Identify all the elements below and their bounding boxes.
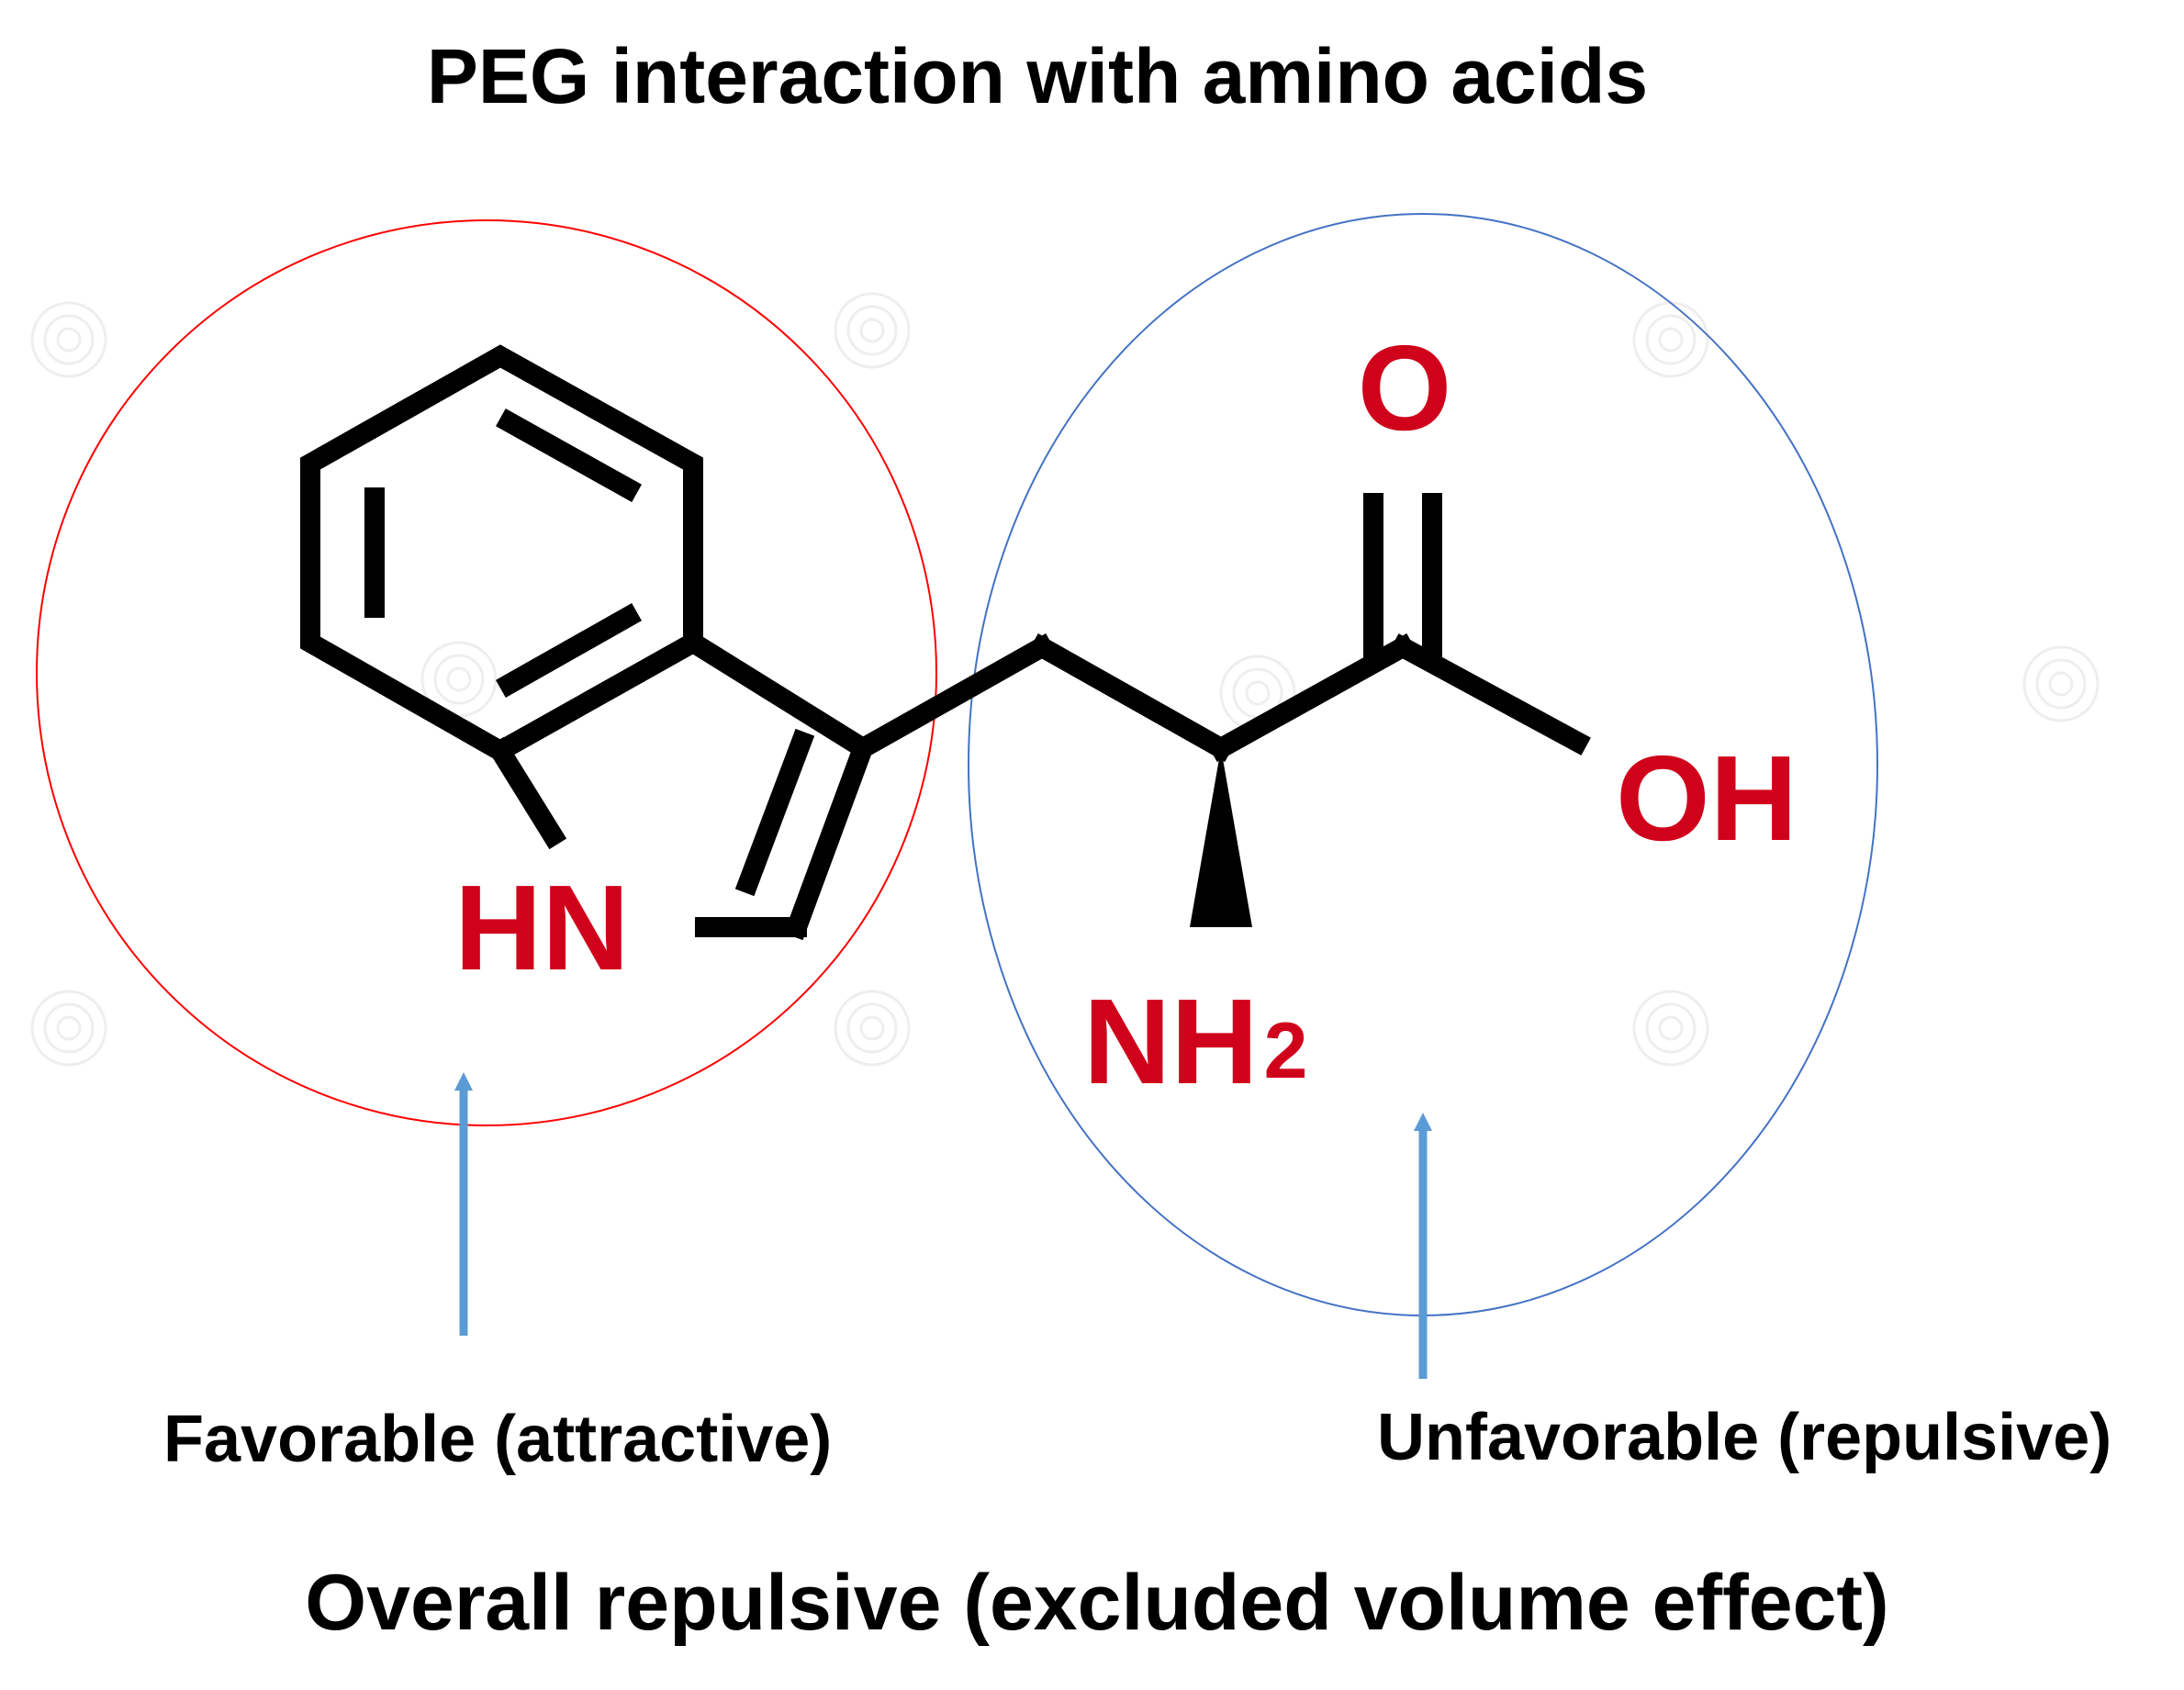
watermark-swirl-icon xyxy=(1632,301,1709,378)
bond-c2-c3-double xyxy=(734,728,815,897)
favorable-arrow-head-icon xyxy=(454,1072,473,1091)
amine-label-text: NH xyxy=(1083,974,1259,1109)
unfavorable-label: Unfavorable (repulsive) xyxy=(1377,1401,2111,1474)
watermark-swirl-icon xyxy=(30,301,107,378)
unfavorable-arrow-head-icon xyxy=(1414,1113,1432,1131)
bond-carbonyl-hydroxyl xyxy=(1389,633,1591,755)
tryptophan-structure xyxy=(300,344,1591,941)
favorable-region-outline xyxy=(36,219,937,1126)
atom-label-nh: HN xyxy=(454,860,630,995)
bond-c7a-n xyxy=(486,736,567,850)
stereo-wedge-bond xyxy=(1190,748,1252,927)
unfavorable-arrow xyxy=(1414,1113,1432,1379)
favorable-label: Favorable (attractive) xyxy=(163,1403,832,1476)
watermark-swirl-icon xyxy=(834,292,911,369)
diagram-title: PEG interaction with amino acids xyxy=(427,33,1648,119)
atom-label-amine: NH2 xyxy=(1083,974,1308,1109)
favorable-arrow xyxy=(454,1072,473,1336)
bond-c2-c3 xyxy=(783,734,877,941)
amine-label-subscript: 2 xyxy=(1264,1007,1308,1095)
benzene-double-bond-top xyxy=(496,409,642,502)
summary-text: Overall repulsive (excluded volume effec… xyxy=(305,1559,1888,1647)
bond-calpha-carbonyl xyxy=(1207,633,1417,762)
bond-c3-c3a xyxy=(678,628,878,763)
bond-cbeta-calpha xyxy=(1028,633,1235,762)
watermark-swirl-icon xyxy=(834,990,911,1067)
atom-label-oxygen: O xyxy=(1358,320,1452,455)
benzene-double-bond-bottom xyxy=(496,603,642,698)
watermark-swirl-icon xyxy=(30,990,107,1067)
bond-c3-cbeta xyxy=(849,633,1056,762)
watermark-pattern xyxy=(30,292,2100,1067)
watermark-swirl-icon xyxy=(2022,645,2100,722)
watermark-swirl-icon xyxy=(1632,990,1709,1067)
atom-label-hydroxyl: OH xyxy=(1616,731,1798,866)
